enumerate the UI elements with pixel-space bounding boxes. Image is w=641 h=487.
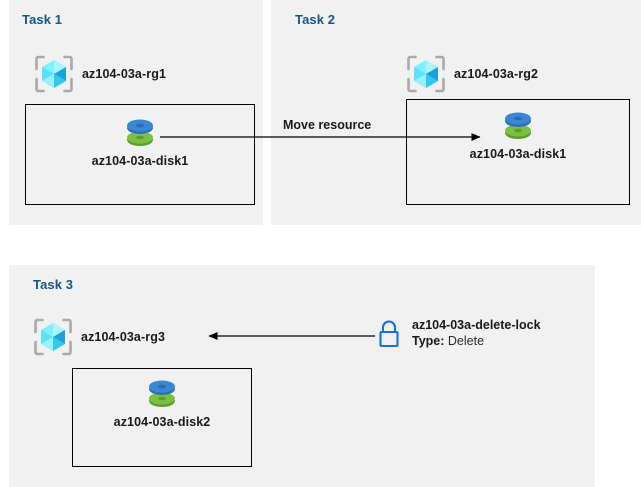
task-panel-3: [9, 265, 595, 487]
task-panel-1: [9, 0, 263, 225]
resource-group-node-rg1: az104-03a-rg1: [34, 55, 166, 93]
resource-box-task2: [406, 99, 630, 205]
move-resource-arrow: [160, 133, 481, 141]
managed-disk-icon: [120, 112, 160, 152]
lock-type-row: Type: Delete: [412, 334, 541, 350]
disk-node-task2: az104-03a-disk1: [470, 105, 566, 161]
lock-name-label: az104-03a-delete-lock: [412, 318, 541, 333]
disk-label-task3: az104-03a-disk2: [113, 415, 211, 429]
disk-node-task1: az104-03a-disk1: [92, 112, 188, 168]
lock-icon: [375, 318, 403, 350]
task-3-title: Task 3: [33, 277, 74, 292]
move-resource-caption: Move resource: [283, 118, 372, 132]
lock-type-key: Type:: [412, 334, 445, 348]
disk-label-task1: az104-03a-disk1: [91, 154, 189, 168]
task-panel-2: [271, 0, 641, 225]
resource-group-node-rg2: az104-03a-rg2: [406, 55, 538, 93]
resource-box-task1: [25, 104, 255, 205]
resource-box-task3: [72, 368, 252, 467]
task-1-title: Task 1: [22, 12, 63, 27]
resource-group-label-rg2: az104-03a-rg2: [454, 67, 538, 81]
disk-label-task2: az104-03a-disk1: [469, 147, 567, 161]
disk-node-task3: az104-03a-disk2: [114, 373, 210, 429]
lock-text-group: az104-03a-delete-lock Type: Delete: [412, 318, 541, 349]
managed-disk-icon: [142, 373, 182, 413]
resource-group-node-rg3: az104-03a-rg3: [33, 318, 165, 356]
delete-lock-node: az104-03a-delete-lock Type: Delete: [375, 318, 541, 350]
resource-group-label-rg3: az104-03a-rg3: [81, 330, 165, 344]
managed-disk-icon: [498, 105, 538, 145]
lock-type-value: Delete: [447, 334, 485, 348]
task-2-title: Task 2: [295, 12, 336, 27]
resource-group-icon: [33, 318, 73, 356]
resource-group-icon: [34, 55, 74, 93]
resource-group-label-rg1: az104-03a-rg1: [82, 67, 166, 81]
lock-to-resource-group-arrow: [208, 332, 375, 340]
resource-group-icon: [406, 55, 446, 93]
